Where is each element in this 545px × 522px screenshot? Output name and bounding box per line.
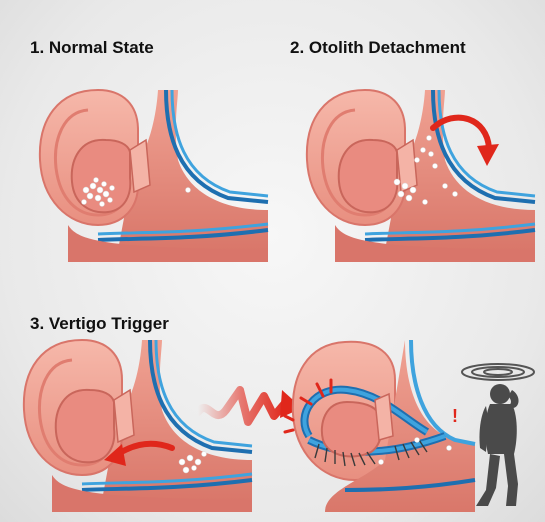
vertigo-trigger-illustration-right bbox=[283, 339, 476, 512]
moving-otoliths bbox=[178, 451, 207, 474]
step-3-title: 3. Vertigo Trigger bbox=[30, 314, 169, 333]
otolith-cluster bbox=[81, 177, 191, 207]
zigzag-arrow-icon bbox=[194, 386, 302, 426]
vertigo-trigger-illustration-left bbox=[21, 338, 254, 514]
step-1-title: 1. Normal State bbox=[30, 38, 154, 57]
dizzy-person-figure: ! bbox=[452, 363, 535, 506]
hair-cells bbox=[314, 439, 428, 467]
normal-state-illustration bbox=[37, 88, 270, 264]
detached-otoliths bbox=[393, 135, 458, 205]
shock-marks-icon bbox=[283, 378, 333, 434]
otolith-detachment-illustration bbox=[304, 88, 537, 264]
arrow-head bbox=[477, 144, 499, 166]
arrow-head bbox=[104, 444, 126, 466]
dizzy-swirl-icon bbox=[461, 363, 535, 381]
exclamation-icon: ! bbox=[452, 406, 458, 426]
step-2-title: 2. Otolith Detachment bbox=[290, 38, 466, 57]
curved-arrow-icon bbox=[430, 114, 492, 151]
